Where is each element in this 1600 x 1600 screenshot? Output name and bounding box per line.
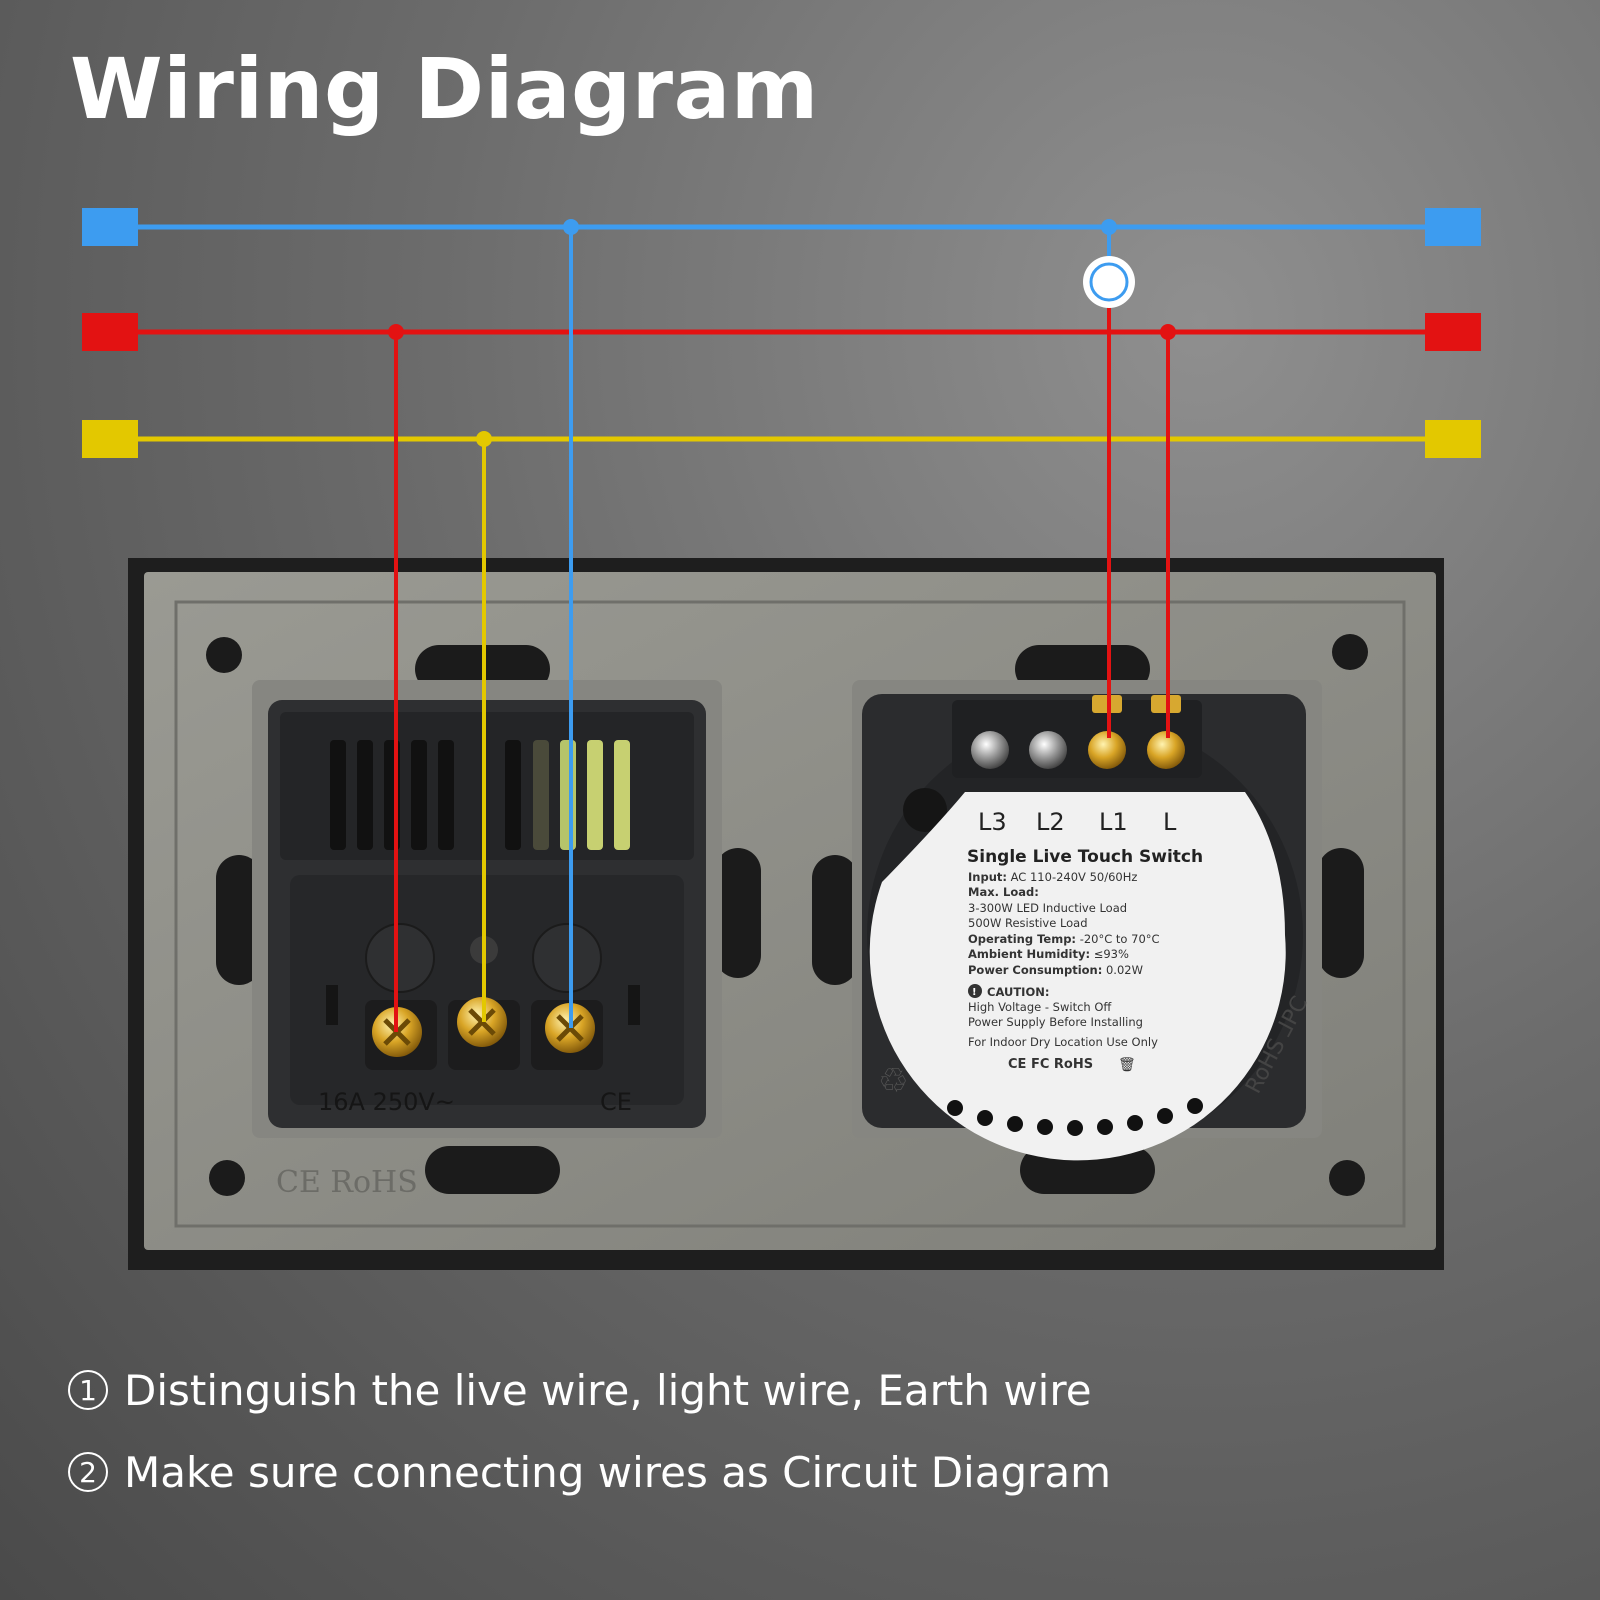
mount-slot xyxy=(1318,848,1364,978)
mount-slot xyxy=(425,1146,560,1194)
terminal-screw-l3 xyxy=(971,731,1009,769)
mount-hole xyxy=(1329,1160,1365,1196)
switch-label-cert: CE FC RoHS xyxy=(1008,1057,1093,1072)
switch-label-input-val: AC 110-240V 50/60Hz xyxy=(1011,870,1138,884)
switch-label-max-load: Max. Load: xyxy=(968,885,1039,899)
terminal-label-l2: L2 xyxy=(1036,808,1065,836)
mount-slot xyxy=(216,855,262,985)
mount-slot xyxy=(715,848,761,978)
socket-rating: 16A 250V~ xyxy=(318,1088,455,1116)
mount-hole xyxy=(209,1160,245,1196)
live-terminal-left xyxy=(82,313,138,351)
switch-label-temp-val: -20°C to 70°C xyxy=(1080,932,1160,946)
instruction-item: 2 Make sure connecting wires as Circuit … xyxy=(68,1444,1111,1500)
switch-label-caution-2: Power Supply Before Installing xyxy=(968,1015,1143,1029)
switch-label-temp-key: Operating Temp: xyxy=(968,932,1076,946)
junction-dot xyxy=(563,219,579,235)
recycle-icon: ♲ xyxy=(878,1061,908,1101)
switch-label-humidity: Ambient Humidity: ≤93% xyxy=(968,947,1129,961)
svg-text:!: ! xyxy=(972,987,977,998)
terminal-screw-l1 xyxy=(1088,731,1126,769)
drop-wires xyxy=(394,227,1170,1032)
junction-dot xyxy=(1101,219,1117,235)
instruction-text: Distinguish the live wire, light wire, E… xyxy=(124,1365,1092,1415)
switch-hole xyxy=(903,788,947,832)
instruction-item: 1 Distinguish the live wire, light wire,… xyxy=(68,1362,1111,1418)
earth-terminal-left xyxy=(82,420,138,458)
switch-label-indoor: For Indoor Dry Location Use Only xyxy=(968,1035,1158,1049)
instruction-text: Make sure connecting wires as Circuit Di… xyxy=(124,1447,1112,1497)
junction-dots xyxy=(388,219,1176,447)
live-terminal-right xyxy=(1425,313,1481,351)
switch-label-hum-key: Ambient Humidity: xyxy=(968,947,1090,961)
bus-wires xyxy=(82,208,1481,458)
switch-label-title: Single Live Touch Switch xyxy=(967,847,1203,867)
switch-label xyxy=(869,792,1286,1161)
lamp-ring xyxy=(1089,262,1129,302)
terminal-label-l1: L1 xyxy=(1099,808,1128,836)
switch-label-caution: CAUTION: xyxy=(987,985,1049,999)
junction-dot xyxy=(388,324,404,340)
junction-dot xyxy=(476,431,492,447)
page-title: Wiring Diagram xyxy=(70,40,819,138)
step-number: 2 xyxy=(68,1452,108,1492)
neutral-terminal-left xyxy=(82,208,138,246)
step-number: 1 xyxy=(68,1370,108,1410)
mount-hole xyxy=(206,637,242,673)
switch-label-power: Power Consumption: 0.02W xyxy=(968,963,1143,977)
terminal-screw-l xyxy=(1147,731,1185,769)
earth-terminal-right xyxy=(1425,420,1481,458)
instruction-list: 1 Distinguish the live wire, light wire,… xyxy=(68,1362,1111,1526)
mount-hole xyxy=(1332,634,1368,670)
switch-label-temp: Operating Temp: -20°C to 70°C xyxy=(968,932,1160,946)
switch-module: L3 L2 L1 L Single Live Touch Switch Inpu… xyxy=(862,694,1313,1161)
terminal-screw-l2 xyxy=(1029,731,1067,769)
switch-label-power-key: Power Consumption: xyxy=(968,963,1102,977)
neutral-terminal-right xyxy=(1425,208,1481,246)
switch-label-caution-1: High Voltage - Switch Off xyxy=(968,1000,1112,1014)
caution-icon xyxy=(968,984,982,998)
lamp-icon xyxy=(1083,256,1135,308)
terminal-label-l3: L3 xyxy=(978,808,1007,836)
mount-slot xyxy=(812,855,858,985)
switch-bottom-ribs xyxy=(947,1098,1203,1136)
panel-inner-edge xyxy=(174,600,1406,1228)
switch-label-hum-val: ≤93% xyxy=(1094,947,1129,961)
socket-module: 16A 250V~ CE xyxy=(268,700,706,1128)
junction-dot xyxy=(1160,324,1176,340)
switch-label-input: Input: AC 110-240V 50/60Hz xyxy=(968,870,1137,884)
switch-label-load-res: 500W Resistive Load xyxy=(968,916,1088,930)
panel-cert-marks: CE RoHS xyxy=(276,1165,418,1200)
switch-label-power-val: 0.02W xyxy=(1106,963,1143,977)
weee-bin-icon: 🗑 xyxy=(1118,1057,1136,1073)
socket-ce-mark: CE xyxy=(600,1088,632,1116)
switch-label-input-key: Input: xyxy=(968,870,1007,884)
terminal-label-l: L xyxy=(1163,808,1177,836)
switch-label-load-led: 3-300W LED Inductive Load xyxy=(968,901,1127,915)
